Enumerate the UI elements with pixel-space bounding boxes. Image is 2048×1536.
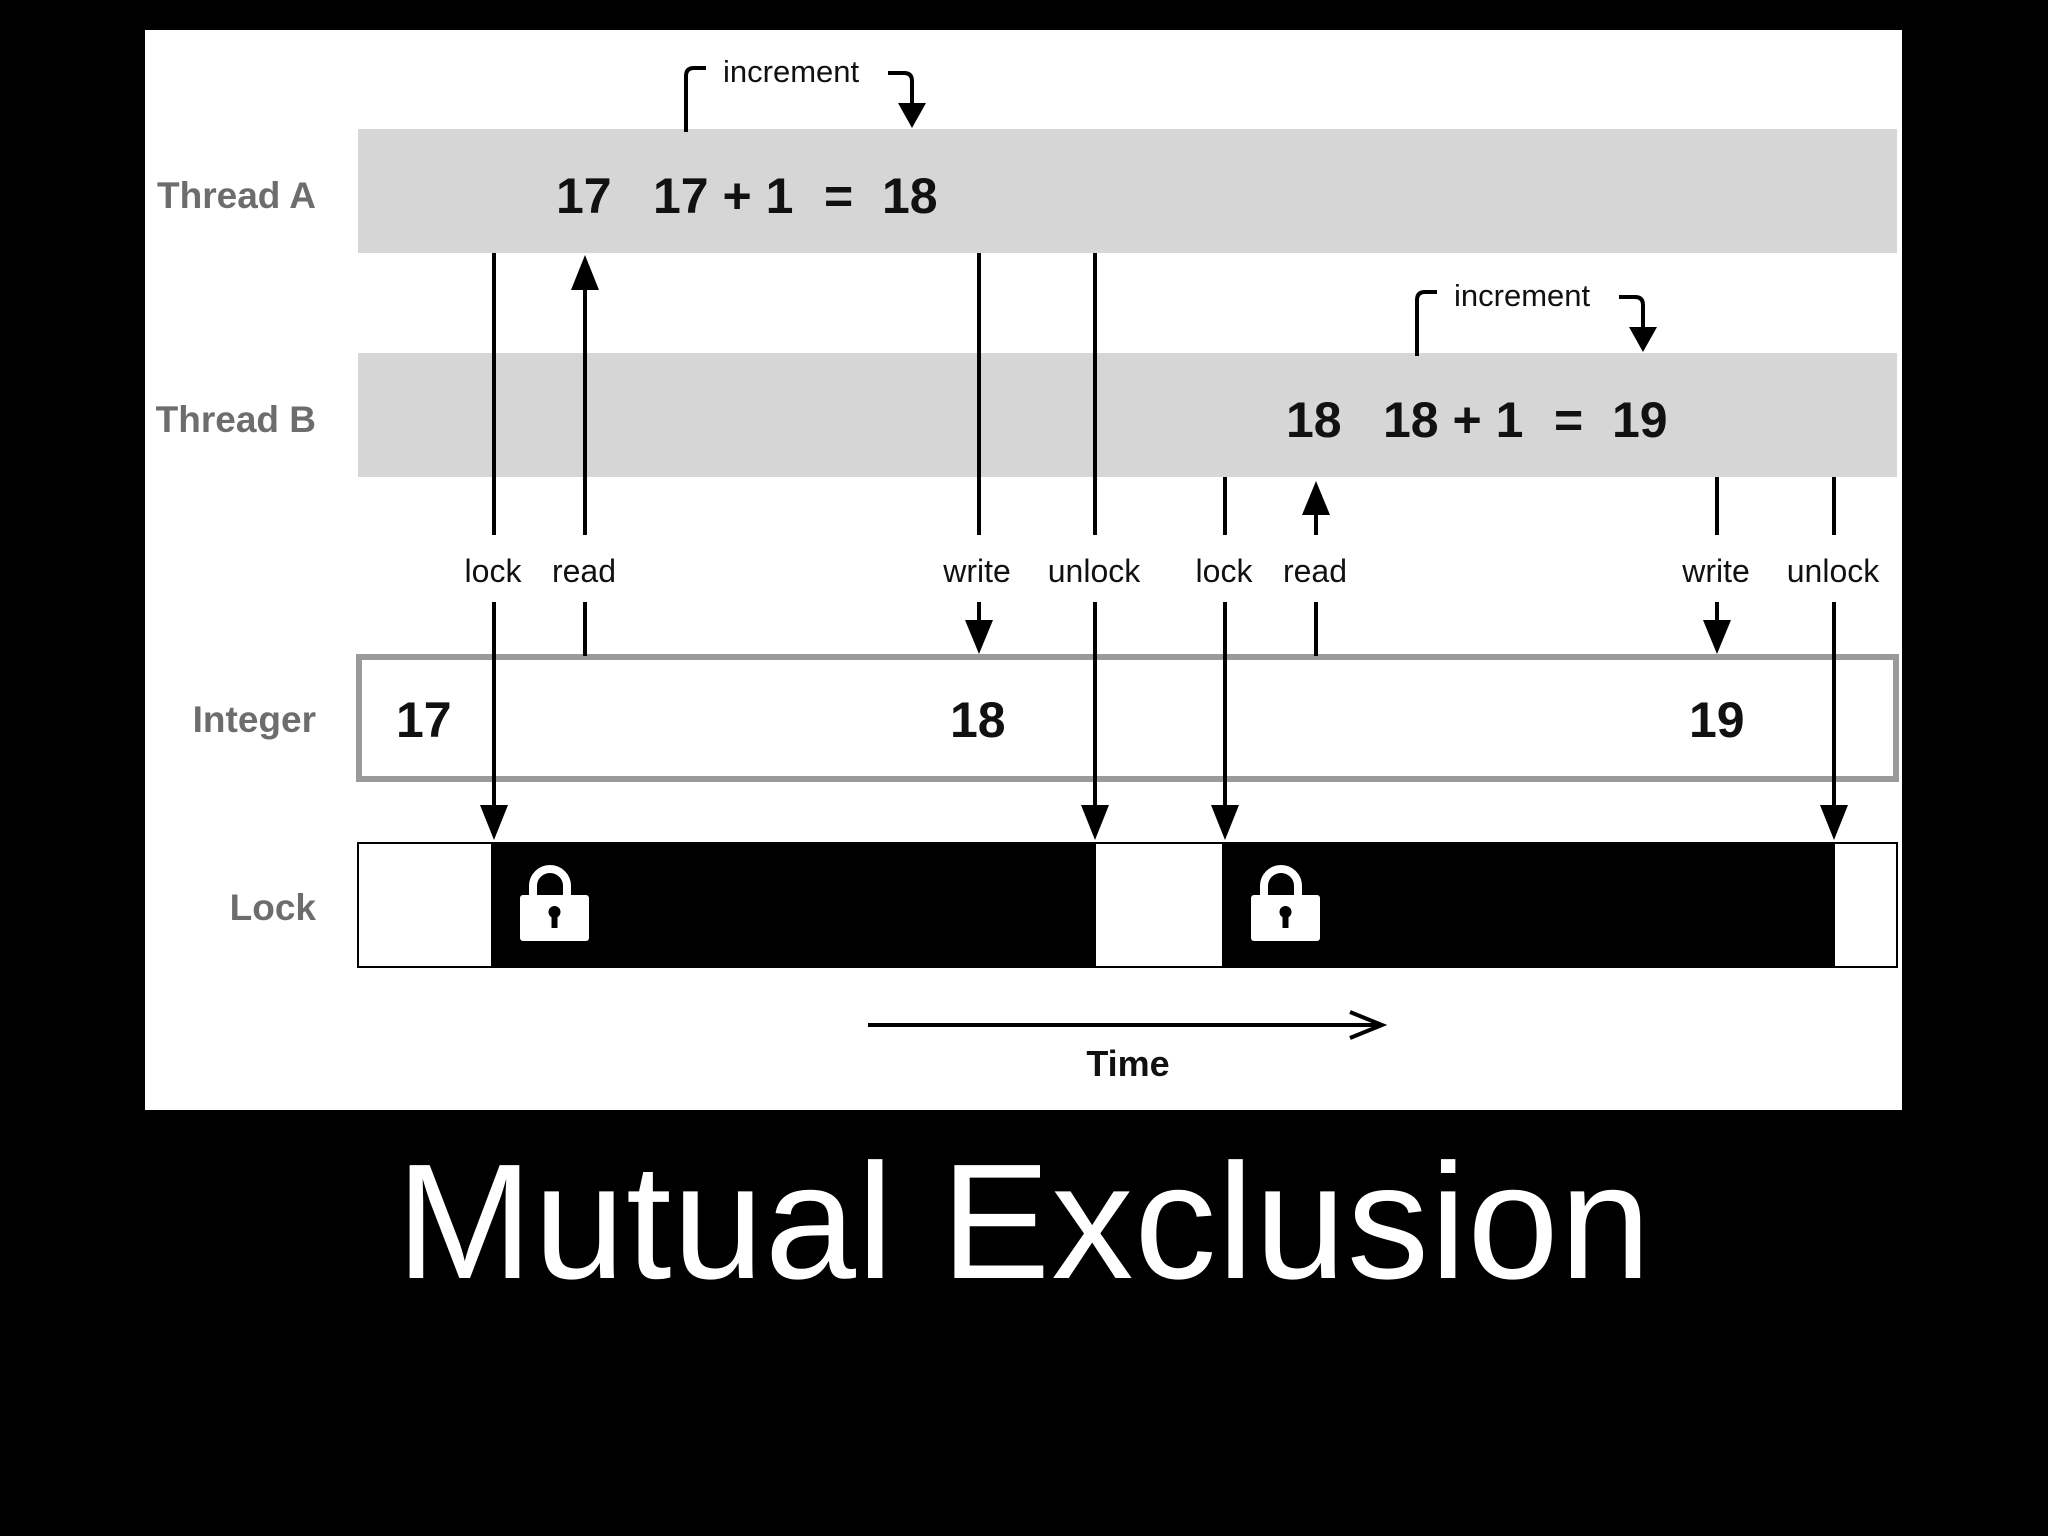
time-label: Time bbox=[1086, 1043, 1169, 1084]
thread-b-operation: 18 + 1 bbox=[1383, 392, 1523, 448]
thread-a-write-arrow bbox=[965, 253, 993, 654]
slide-title: Mutual Exclusion bbox=[396, 1130, 1652, 1313]
thread-a-unlock-arrow bbox=[1081, 253, 1109, 840]
integer-value: 19 bbox=[1689, 692, 1745, 748]
thread-b-read-arrow bbox=[1302, 481, 1330, 656]
op-label-read: read bbox=[552, 553, 616, 589]
thread-a-increment-arrowhead bbox=[898, 103, 926, 128]
time-arrow bbox=[868, 1010, 1388, 1040]
lock-icon bbox=[1251, 865, 1320, 941]
op-label-write: write bbox=[1681, 553, 1750, 589]
thread-b-lock-arrow bbox=[1211, 477, 1239, 840]
thread-b-equals: = bbox=[1554, 392, 1583, 448]
op-label-lock: lock bbox=[1196, 553, 1254, 589]
op-label-lock: lock bbox=[465, 553, 523, 589]
thread-a-read-value: 17 bbox=[556, 168, 612, 224]
thread-b-read-value: 18 bbox=[1286, 392, 1342, 448]
op-label-unlock: unlock bbox=[1048, 553, 1142, 589]
thread-a-operation: 17 + 1 bbox=[653, 168, 793, 224]
lock-icon bbox=[520, 865, 589, 941]
thread-b-increment-arrowhead bbox=[1629, 327, 1657, 352]
thread-a-increment-bracket bbox=[684, 66, 706, 132]
op-label-read: read bbox=[1283, 553, 1347, 589]
thread-a-band bbox=[358, 129, 1897, 253]
thread-b-unlock-arrow bbox=[1820, 477, 1848, 840]
row-label-thread-b: Thread B bbox=[156, 399, 316, 440]
row-label-integer: Integer bbox=[193, 699, 316, 740]
thread-a-increment-label: increment bbox=[723, 54, 859, 89]
integer-value: 18 bbox=[950, 692, 1006, 748]
op-label-write: write bbox=[942, 553, 1011, 589]
thread-b-result: 19 bbox=[1612, 392, 1668, 448]
integer-value: 17 bbox=[396, 692, 452, 748]
lock-held-segment-b bbox=[1222, 843, 1835, 967]
thread-a-lock-arrow bbox=[480, 253, 508, 840]
row-label-lock: Lock bbox=[230, 887, 317, 928]
thread-b-write-arrow bbox=[1703, 477, 1731, 654]
op-label-unlock: unlock bbox=[1787, 553, 1881, 589]
thread-a-result: 18 bbox=[882, 168, 938, 224]
row-label-thread-a: Thread A bbox=[157, 175, 316, 216]
thread-a-equals: = bbox=[824, 168, 853, 224]
thread-a-read-arrow bbox=[571, 255, 599, 656]
thread-b-increment-arrow-line bbox=[1619, 295, 1645, 334]
lock-held-segment-a bbox=[491, 843, 1096, 967]
integer-box bbox=[356, 654, 1899, 782]
thread-b-increment-label: increment bbox=[1454, 278, 1590, 313]
thread-b-increment-bracket bbox=[1415, 290, 1437, 356]
thread-b-band bbox=[358, 353, 1897, 477]
thread-a-increment-arrow-line bbox=[888, 71, 914, 110]
